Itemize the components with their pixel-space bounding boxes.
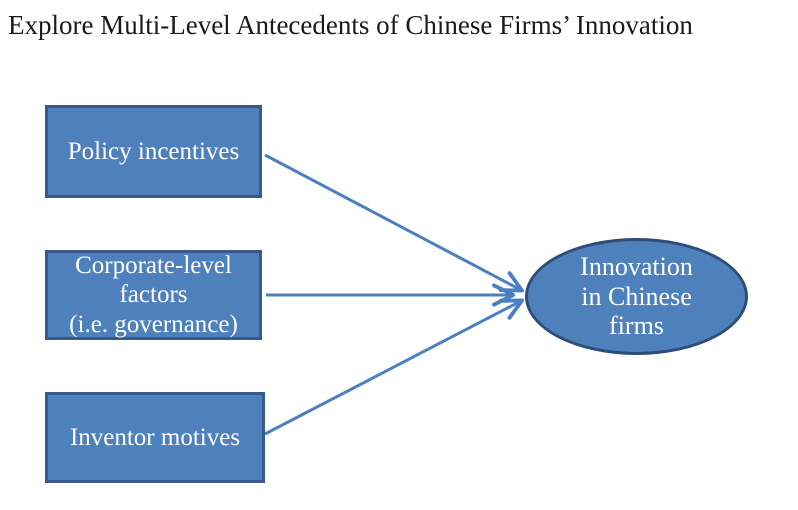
node-inventor-motives: Inventor motives — [45, 392, 265, 483]
node-corporate-level-factors: Corporate-level factors (i.e. governance… — [45, 250, 262, 340]
node-policy-incentives: Policy incentives — [45, 105, 262, 198]
arrow-inventor-to-innovation — [264, 298, 524, 436]
diagram-title: Explore Multi-Level Antecedents of Chine… — [8, 10, 693, 40]
node-innovation-in-chinese-firms: Innovation in Chinese firms — [525, 238, 748, 355]
arrow-policy-to-innovation — [264, 153, 524, 293]
